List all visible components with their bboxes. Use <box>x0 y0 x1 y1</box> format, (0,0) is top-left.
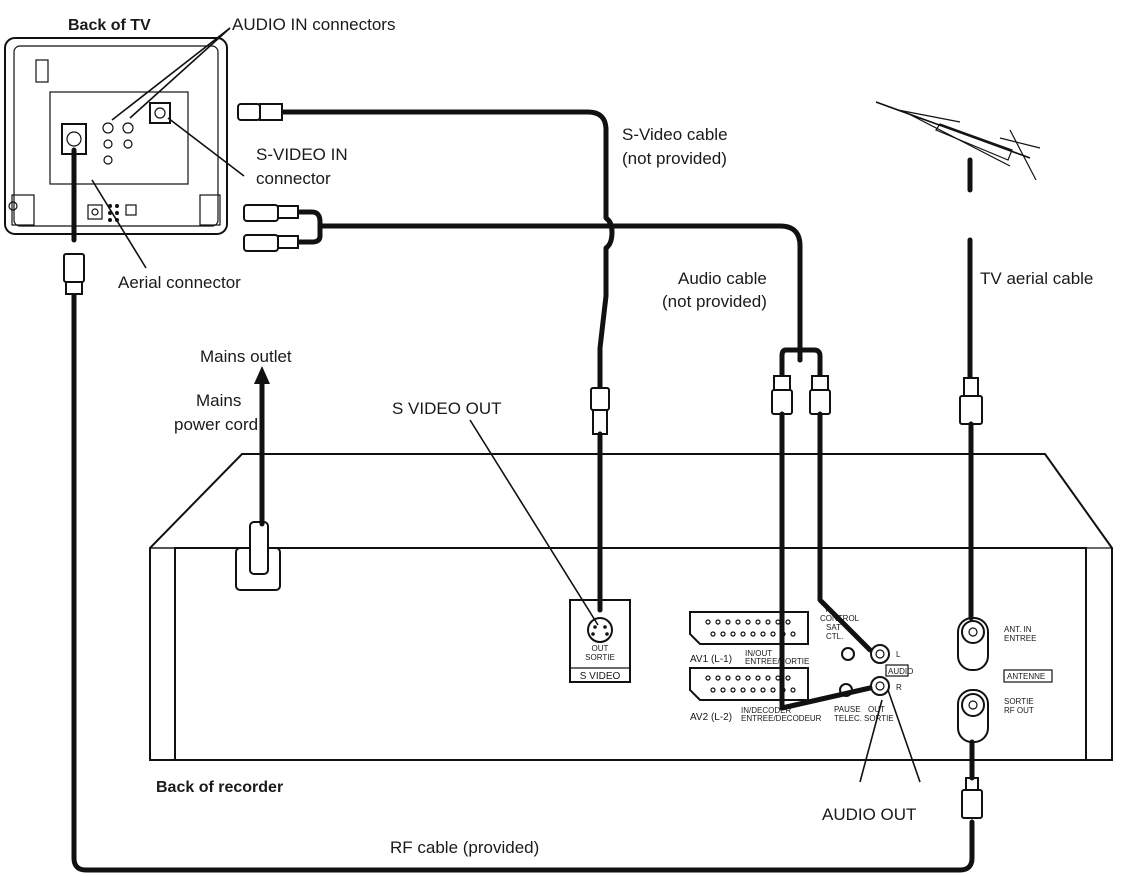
rf-out-jack <box>961 693 985 717</box>
ant-in-text-2: ENTREE <box>1004 634 1036 643</box>
antenne-box-label: ANTENNE <box>1007 672 1045 681</box>
svideo-in-label-1: S-VIDEO IN <box>256 145 348 164</box>
tv-back <box>4 37 228 235</box>
audio-out-text-2: SORTIE <box>864 714 894 723</box>
svideo-sortie-text: SORTIE <box>585 653 615 662</box>
av1-desc-1: IN/OUT <box>745 649 772 658</box>
audio-out-r-jack <box>870 676 890 696</box>
av1-label: AV1 (L-1) <box>690 654 732 665</box>
av2-desc-2: ENTREE/DECODEUR <box>741 714 822 723</box>
audio-out-text-1: OUT <box>868 705 885 714</box>
svideo-out-jack <box>587 617 613 643</box>
rf-plug-recorder <box>961 739 983 819</box>
av1-desc-2: ENTREE/SORTIE <box>745 657 809 666</box>
rf-cable <box>71 283 975 873</box>
rf-plug-tv <box>63 253 85 295</box>
svideo-cable-label-1: S-Video cable <box>622 125 728 144</box>
av1-scart <box>689 611 809 645</box>
control-jack <box>841 647 855 661</box>
aerial-plug <box>959 377 983 621</box>
mains-outlet-label: Mains outlet <box>200 347 292 366</box>
rf-cable-label: RF cable (provided) <box>390 838 539 857</box>
ant-in-jack <box>961 620 985 644</box>
rf-out-text-2: RF OUT <box>1004 706 1034 715</box>
audio-in-connectors-label: AUDIO IN connectors <box>232 15 395 34</box>
audio-cable <box>295 209 803 363</box>
audio-cable-label-2: (not provided) <box>662 292 767 311</box>
tv-audio-plugs <box>243 204 299 252</box>
svideo-cable-label-2: (not provided) <box>622 149 727 168</box>
audio-box-label: AUDIO <box>888 667 913 676</box>
mains-cord-label-1: Mains <box>196 391 241 410</box>
svideo-box-label: S VIDEO <box>580 671 621 682</box>
back-of-recorder-label: Back of recorder <box>156 779 283 796</box>
svideo-in-label-2: connector <box>256 169 331 188</box>
audio-r-label: R <box>896 683 902 692</box>
av2-desc-1: IN/DECODER <box>741 706 791 715</box>
tv-aerial-cable-label: TV aerial cable <box>980 269 1093 288</box>
control-text-4: CTL. <box>826 632 843 641</box>
control-text-3: SAT <box>826 623 841 632</box>
svideo-out-text: OUT <box>592 644 609 653</box>
leader-lines <box>91 27 921 783</box>
recorder-svideo-plug <box>590 387 610 613</box>
audio-cable-label-1: Audio cable <box>678 269 767 288</box>
mains-cord-label-2: power cord <box>174 415 258 434</box>
av2-label: AV2 (L-2) <box>690 712 732 723</box>
audio-out-l-jack <box>870 644 890 664</box>
tv-audio-in-jack <box>102 122 114 134</box>
recorder-audio-plugs <box>771 375 873 711</box>
svideo-out-label: S VIDEO OUT <box>392 399 502 418</box>
audio-out-label: AUDIO OUT <box>822 805 916 824</box>
tv-audio-in-jack <box>122 122 134 134</box>
av2-pins <box>705 675 796 693</box>
tv-svideo-plug <box>237 103 283 121</box>
av2-scart <box>689 667 809 701</box>
rf-out-text-1: SORTIE <box>1004 697 1034 706</box>
tv-aerial <box>875 101 1041 381</box>
audio-l-label: L <box>896 650 901 659</box>
ant-in-text-1: ANT. IN <box>1004 625 1032 634</box>
recorder-back: OUT SORTIE S VIDEO AV1 (L-1) IN/OUT ENTR… <box>149 453 1113 761</box>
pause-text-2: TELEC. <box>834 714 862 723</box>
back-of-tv-label: Back of TV <box>68 17 151 34</box>
pause-text-1: PAUSE <box>834 705 861 714</box>
tv-svideo-in-connector <box>149 102 171 124</box>
aerial-connector-label: Aerial connector <box>118 273 241 292</box>
